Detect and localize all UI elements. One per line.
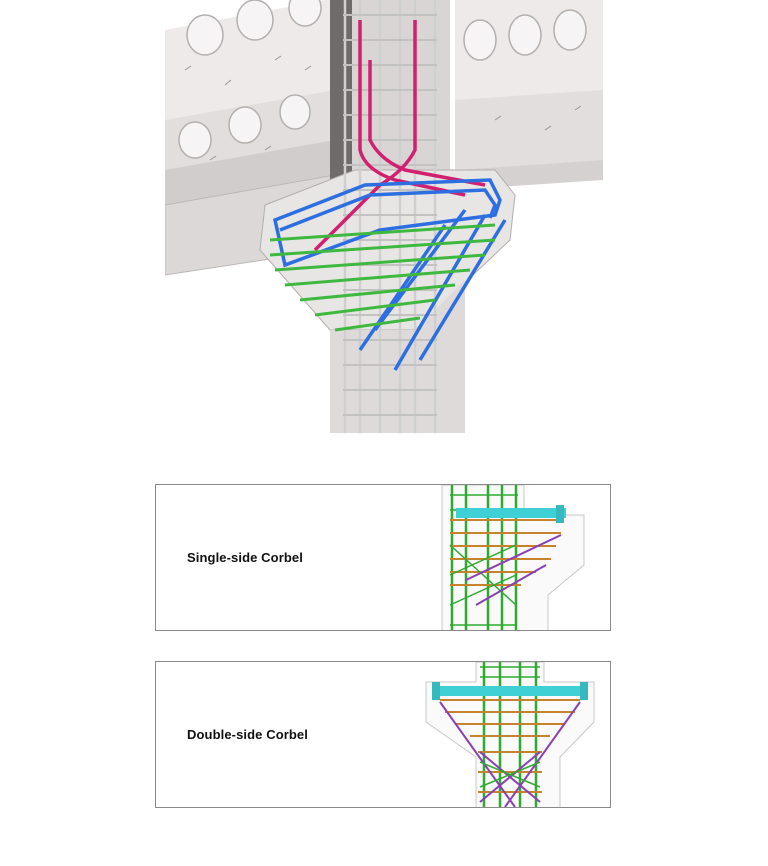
corbel-3d-rebar-icon bbox=[164, 0, 603, 433]
single-side-corbel-panel: Single-side Corbel bbox=[155, 484, 611, 631]
hollow-core-slab-right bbox=[455, 0, 603, 170]
blue-rebar bbox=[272, 178, 507, 371]
hollow-core-slab-left bbox=[165, 0, 335, 205]
corbel-3d-render bbox=[164, 0, 603, 433]
double-side-corbel-rebar-icon bbox=[425, 662, 595, 807]
green-rebar bbox=[269, 223, 496, 332]
double-side-corbel-label: Double-side Corbel bbox=[187, 727, 308, 742]
corbel-body bbox=[259, 169, 516, 433]
single-side-corbel-label: Single-side Corbel bbox=[187, 550, 303, 565]
single-side-corbel-rebar-icon bbox=[441, 485, 585, 630]
column-rebar-cage bbox=[343, 0, 437, 433]
double-side-corbel-panel: Double-side Corbel bbox=[155, 661, 611, 808]
